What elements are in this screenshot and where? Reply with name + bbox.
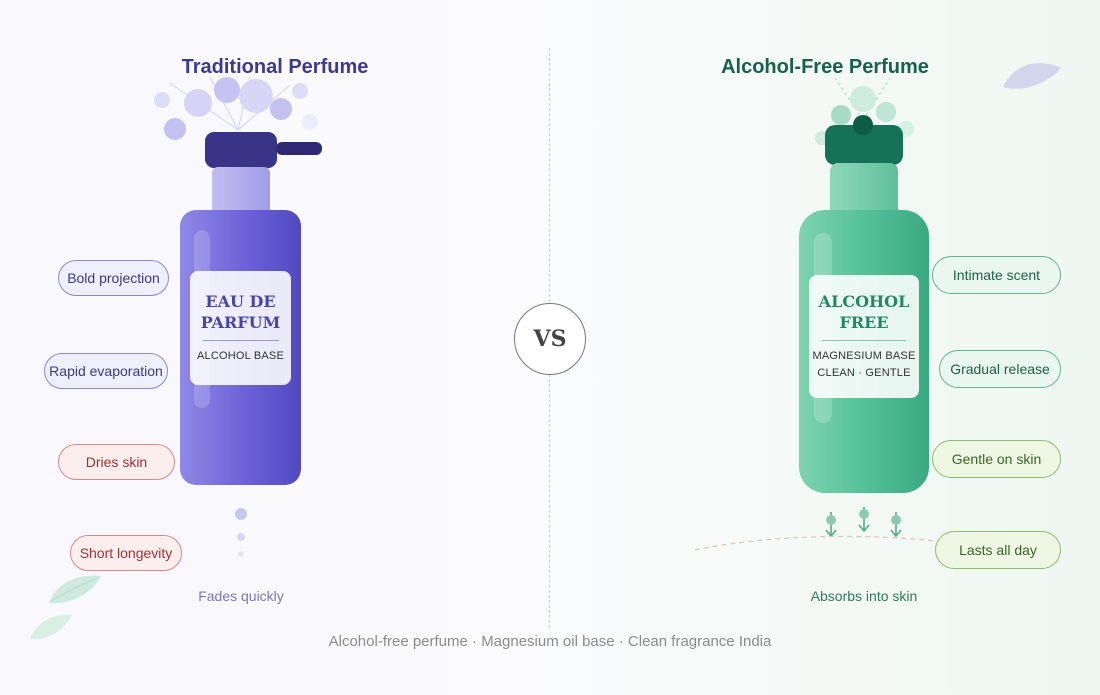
label-divider [822, 340, 906, 341]
trait-dries-skin: Dries skin [58, 444, 175, 480]
mist-bubble [876, 102, 896, 122]
leaf-icon [30, 614, 72, 640]
traditional-bottle-label: EAU DE PARFUM ALCOHOL BASE [190, 271, 291, 385]
trait-bold-projection: Bold projection [58, 260, 169, 296]
spray-button [853, 115, 873, 135]
clean-gentle-label: CLEAN · GENTLE [817, 367, 911, 379]
trait-short-longevity: Short longevity [70, 535, 182, 571]
mist-bubble [184, 89, 212, 117]
mist-bubble [850, 86, 876, 112]
eau-de-parfum-label: EAU DE PARFUM [200, 292, 281, 332]
trait-gradual-release: Gradual release [939, 350, 1061, 388]
mist-bubble [164, 118, 186, 140]
magnesium-base-label: MAGNESIUM BASE [812, 350, 916, 362]
mist-bubble [239, 79, 273, 113]
skin-surface-line [694, 535, 946, 551]
spray-nozzle [276, 142, 322, 155]
footer-tagline: Alcohol-free perfume · Magnesium oil bas… [328, 633, 772, 650]
mist-bubble [154, 92, 170, 108]
mist-bubble [214, 77, 240, 103]
alcohol-free-label: ALCOHOL FREE [818, 292, 910, 332]
alcohol-base-label: ALCOHOL BASE [197, 350, 284, 362]
label-divider [202, 340, 279, 341]
alcohol-free-bottle-label: ALCOHOL FREE MAGNESIUM BASE CLEAN · GENT… [809, 275, 919, 398]
spray-cap [205, 132, 277, 168]
traditional-perfume-title: Traditional Perfume [181, 56, 369, 78]
trait-gentle-on-skin: Gentle on skin [932, 440, 1061, 478]
mist-bubble [270, 98, 292, 120]
alcohol-free-perfume-title: Alcohol-Free Perfume [721, 56, 929, 78]
leaf-icon [1003, 63, 1061, 89]
trait-intimate-scent: Intimate scent [932, 256, 1061, 294]
mist-bubble [831, 105, 851, 125]
absorbs-into-skin-caption: Absorbs into skin [810, 588, 918, 604]
spray-cap [825, 125, 903, 165]
mist-bubble [292, 83, 308, 99]
trait-rapid-evaporation: Rapid evaporation [44, 353, 168, 389]
mist-bubble [302, 114, 318, 130]
leaf-icon [49, 575, 101, 604]
trait-lasts-all-day: Lasts all day [935, 531, 1061, 569]
vs-badge: VS [514, 303, 586, 375]
fades-quickly-caption: Fades quickly [198, 588, 284, 604]
